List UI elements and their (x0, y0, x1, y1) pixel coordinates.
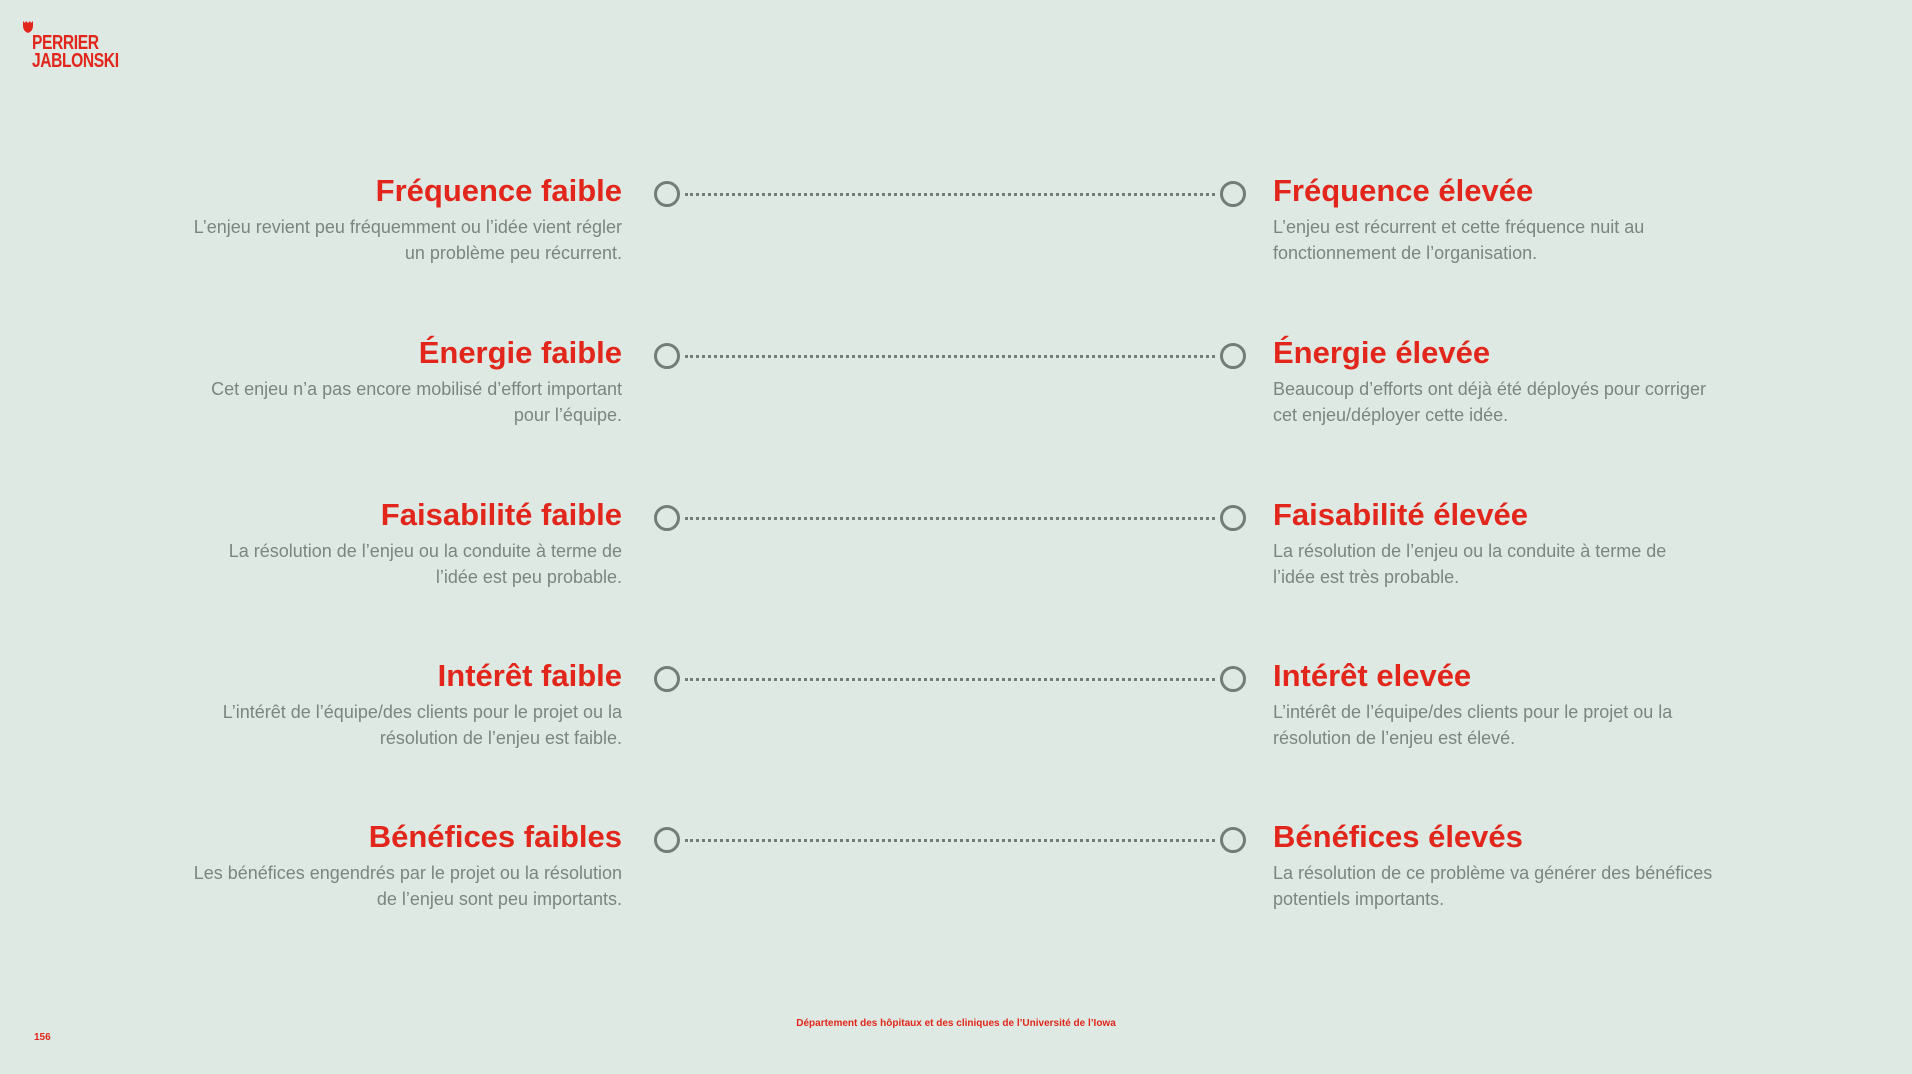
high-description: La résolution de ce problème va générer … (1273, 863, 1713, 909)
high-title: Énergie élevée (1273, 335, 1491, 370)
logo-line-1: PERRIER (32, 32, 99, 54)
low-description: La résolution de l’enjeu ou la conduite … (228, 541, 622, 587)
high-title: Faisabilité élevée (1273, 497, 1529, 532)
high-title: Bénéfices élevés (1273, 819, 1523, 854)
logo-text: PERRIER JABLONSKI (32, 32, 119, 72)
scale-connector (654, 178, 1246, 207)
low-circle-icon (654, 827, 680, 853)
low-circle-icon (654, 343, 680, 369)
criteria-row-interet: Intérêt faible L’intérêt de l’équipe/des… (0, 657, 1912, 807)
footer-text: Département des hôpitaux et des clinique… (796, 1018, 1116, 1029)
high-end: Faisabilité élevée La résolution de l’en… (1273, 496, 1713, 590)
low-title: Bénéfices faibles (368, 819, 622, 854)
low-end: Faisabilité faible La résolution de l’en… (182, 496, 622, 590)
high-end: Fréquence élevée L’enjeu est récurrent e… (1273, 172, 1713, 266)
page-number: 156 (34, 1032, 51, 1043)
low-circle-icon (654, 505, 680, 531)
high-circle-icon (1220, 827, 1246, 853)
low-description: L’intérêt de l’équipe/des clients pour l… (222, 702, 622, 748)
dotted-line (685, 839, 1215, 842)
scale-connector (654, 824, 1246, 853)
high-end: Intérêt elevée L’intérêt de l’équipe/des… (1273, 657, 1713, 751)
low-title: Énergie faible (418, 335, 622, 370)
criteria-row-faisabilite: Faisabilité faible La résolution de l’en… (0, 496, 1912, 646)
scale-connector (654, 663, 1246, 692)
high-circle-icon (1220, 666, 1246, 692)
low-description: L’enjeu revient peu fréquemment ou l’idé… (193, 217, 622, 263)
dotted-line (685, 517, 1215, 520)
low-title: Intérêt faible (437, 658, 622, 693)
logo-line-2: JABLONSKI (32, 50, 119, 72)
low-title: Fréquence faible (375, 173, 622, 208)
low-description: Cet enjeu n’a pas encore mobilisé d’effo… (211, 379, 622, 425)
high-description: L’enjeu est récurrent et cette fréquence… (1273, 217, 1645, 263)
scale-connector (654, 502, 1246, 531)
low-description: Les bénéfices engendrés par le projet ou… (193, 863, 622, 909)
low-title: Faisabilité faible (380, 497, 622, 532)
high-end: Bénéfices élevés La résolution de ce pro… (1273, 818, 1713, 912)
logo: PERRIER JABLONSKI (22, 20, 122, 76)
high-description: L’intérêt de l’équipe/des clients pour l… (1273, 702, 1673, 748)
low-end: Fréquence faible L’enjeu revient peu fré… (182, 172, 622, 266)
low-circle-icon (654, 666, 680, 692)
high-circle-icon (1220, 505, 1246, 531)
logo-crest-icon (23, 21, 33, 33)
dotted-line (685, 678, 1215, 681)
dotted-line (685, 355, 1215, 358)
high-description: La résolution de l’enjeu ou la conduite … (1273, 541, 1667, 587)
high-circle-icon (1220, 181, 1246, 207)
low-end: Bénéfices faibles Les bénéfices engendré… (182, 818, 622, 912)
scale-connector (654, 340, 1246, 369)
low-end: Intérêt faible L’intérêt de l’équipe/des… (182, 657, 622, 751)
high-circle-icon (1220, 343, 1246, 369)
criteria-row-benefices: Bénéfices faibles Les bénéfices engendré… (0, 818, 1912, 968)
low-circle-icon (654, 181, 680, 207)
high-title: Fréquence élevée (1273, 173, 1534, 208)
low-end: Énergie faible Cet enjeu n’a pas encore … (182, 334, 622, 428)
criteria-row-frequence: Fréquence faible L’enjeu revient peu fré… (0, 172, 1912, 322)
dotted-line (685, 193, 1215, 196)
high-description: Beaucoup d’efforts ont déjà été déployés… (1273, 379, 1706, 425)
criteria-row-energie: Énergie faible Cet enjeu n’a pas encore … (0, 334, 1912, 484)
high-title: Intérêt elevée (1273, 658, 1472, 693)
high-end: Énergie élevée Beaucoup d’efforts ont dé… (1273, 334, 1713, 428)
